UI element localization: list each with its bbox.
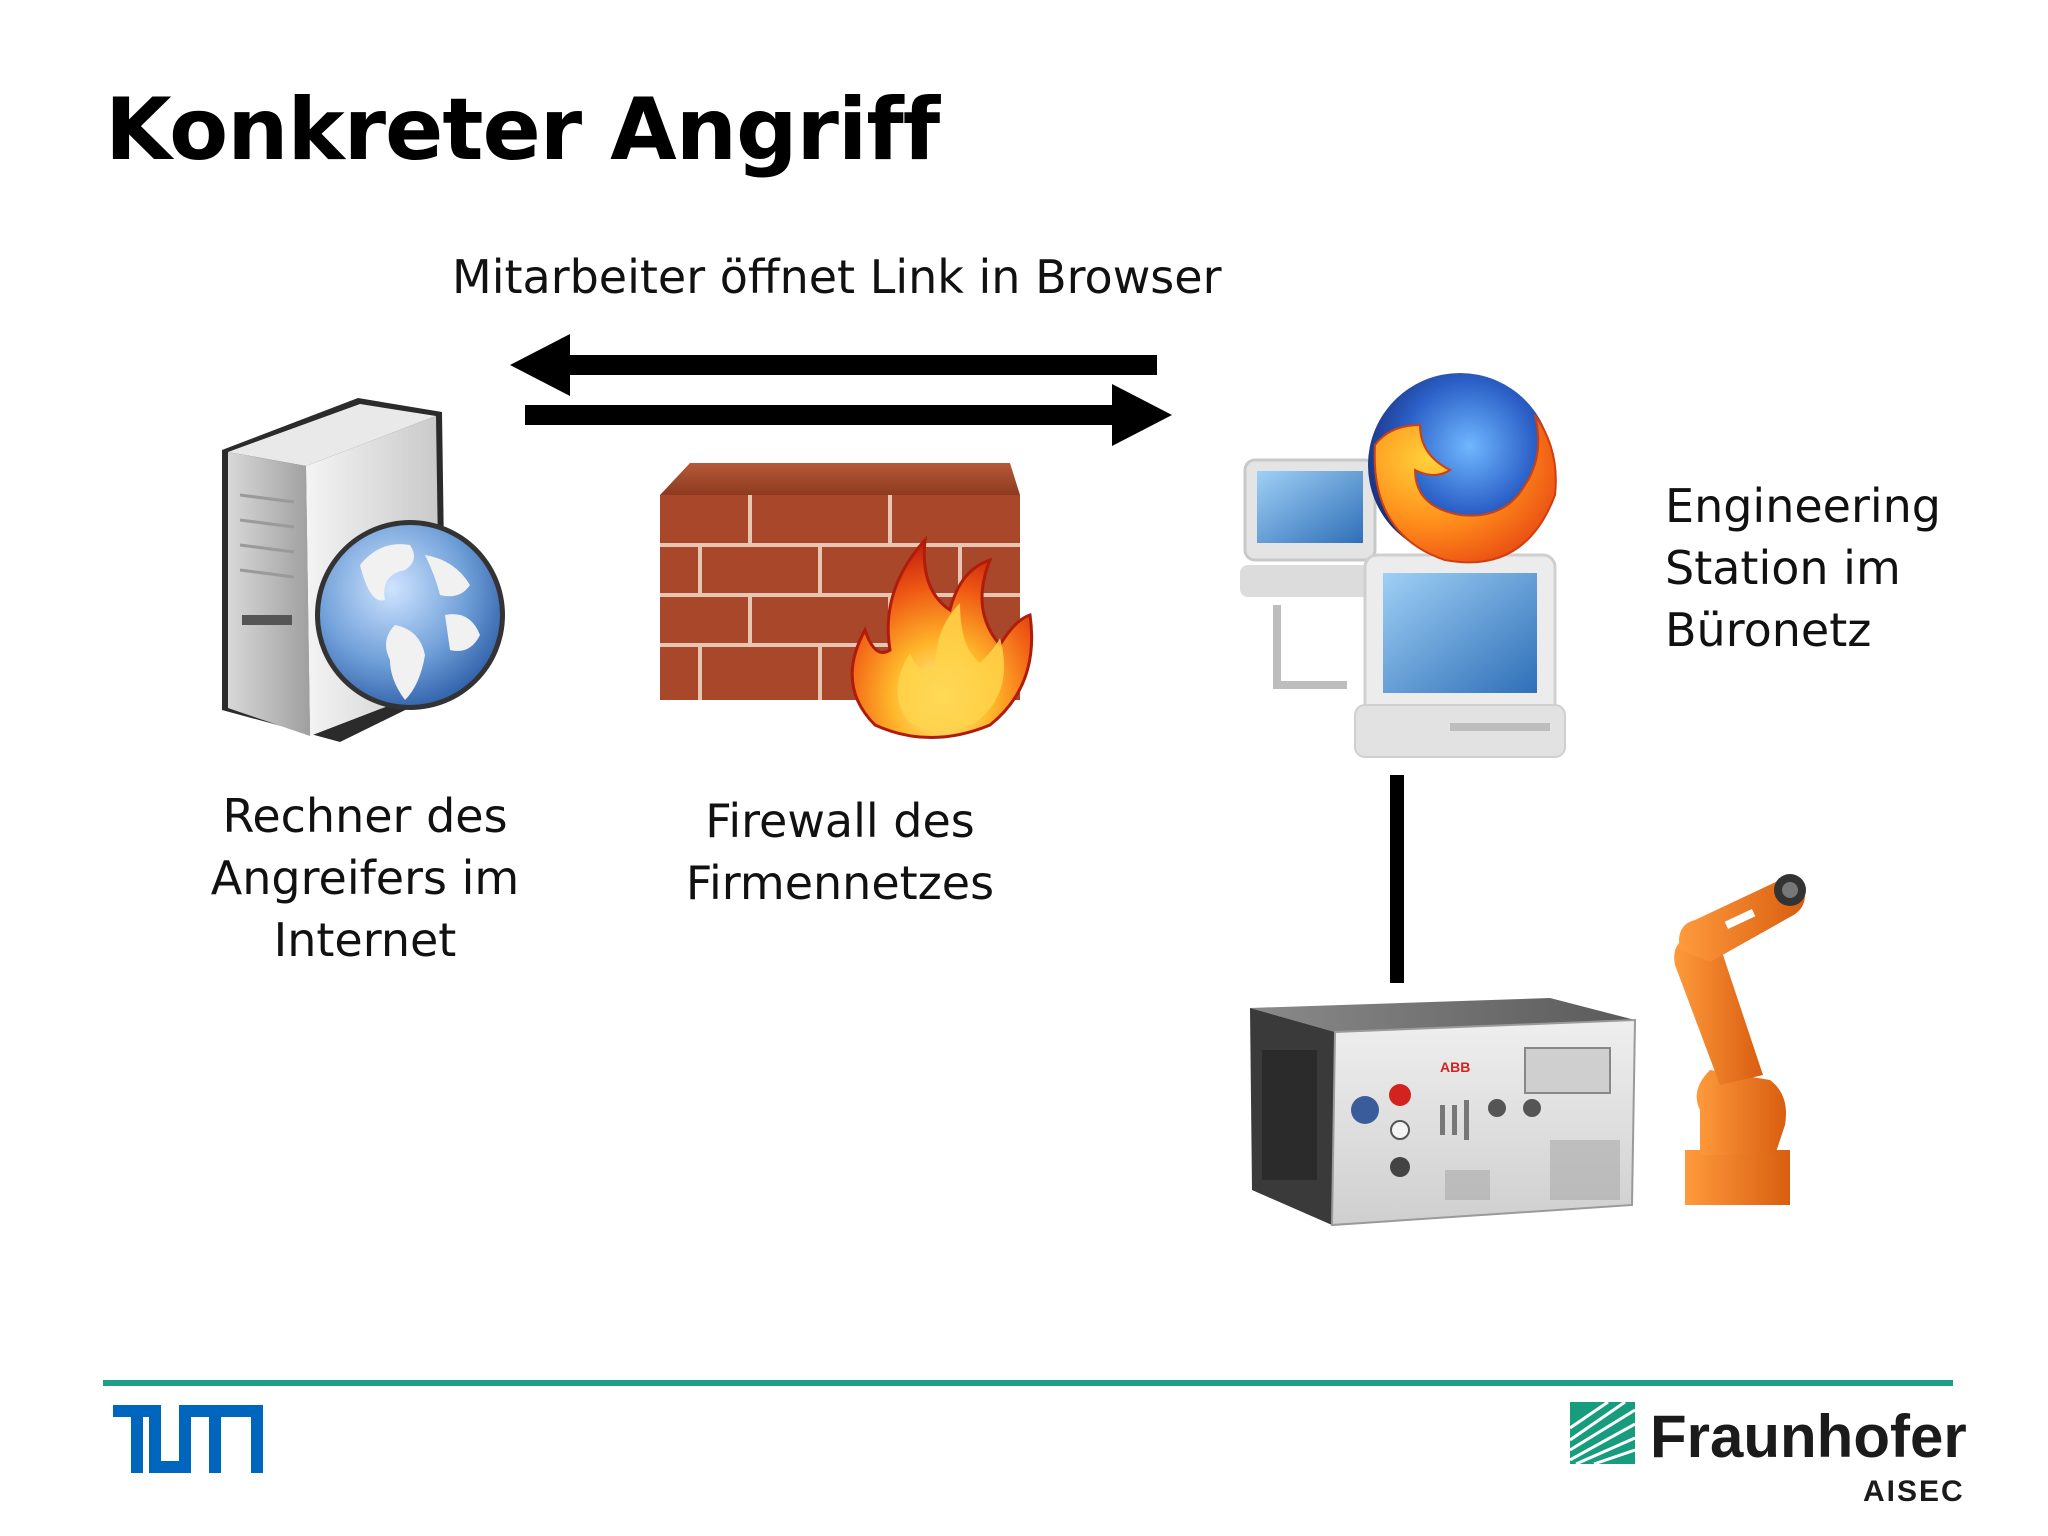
firewall-icon bbox=[640, 455, 1080, 745]
network-connector-line bbox=[1390, 775, 1404, 983]
server-globe-icon bbox=[210, 390, 520, 760]
arrow-right bbox=[525, 384, 1172, 446]
station-label-line3: Büronetz bbox=[1665, 599, 1941, 661]
controller-brand: ABB bbox=[1440, 1059, 1470, 1075]
aisec-logo-text: AISEC bbox=[1863, 1475, 1965, 1509]
flow-label: Mitarbeiter öffnet Link in Browser bbox=[452, 246, 1222, 308]
attacker-label: Rechner des Angreifers im Internet bbox=[170, 785, 560, 971]
workstation-browser-icon bbox=[1235, 365, 1590, 765]
slide-title: Konkreter Angriff bbox=[105, 80, 939, 180]
station-label-line1: Engineering bbox=[1665, 475, 1941, 537]
flow-arrows bbox=[500, 330, 1180, 450]
robot-controller-icon: ABB bbox=[1240, 990, 1640, 1240]
firewall-label-line2: Firmennetzes bbox=[640, 852, 1040, 914]
attacker-label-line3: Internet bbox=[170, 909, 560, 971]
industrial-robot-icon bbox=[1640, 870, 1835, 1240]
attacker-label-line2: Angreifers im bbox=[170, 847, 560, 909]
tum-logo bbox=[113, 1405, 263, 1475]
station-label-line2: Station im bbox=[1665, 537, 1941, 599]
firewall-label: Firewall des Firmennetzes bbox=[640, 790, 1040, 914]
arrow-left bbox=[510, 334, 1157, 396]
fraunhofer-mark-icon bbox=[1570, 1402, 1635, 1464]
station-label: Engineering Station im Büronetz bbox=[1665, 475, 1941, 661]
firewall-label-line1: Firewall des bbox=[640, 790, 1040, 852]
attacker-label-line1: Rechner des bbox=[170, 785, 560, 847]
footer-rule bbox=[103, 1380, 1953, 1386]
fraunhofer-logo-text: Fraunhofer bbox=[1650, 1402, 1967, 1471]
